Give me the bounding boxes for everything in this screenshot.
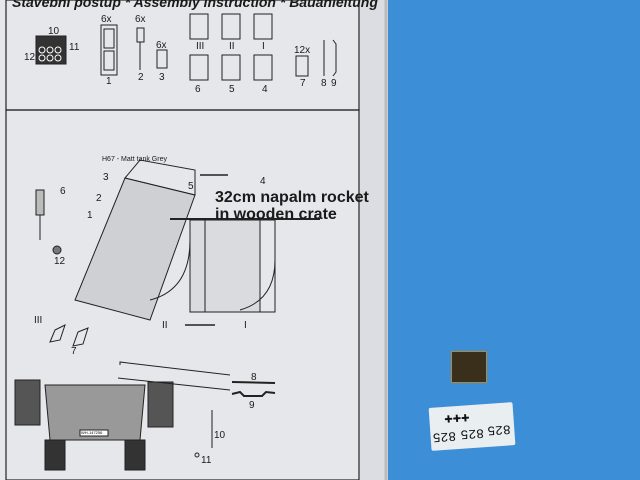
part-label: III	[196, 41, 205, 52]
part-qty: 12x	[294, 45, 311, 56]
part-qty: 6x	[135, 14, 146, 25]
step-label: 2	[96, 193, 102, 204]
balkenkreuz-icons: ✚✚✚	[444, 413, 470, 426]
part-label: 7	[300, 78, 306, 89]
step-label: 7	[71, 346, 77, 357]
part-label: 4	[262, 84, 268, 95]
parts-drawings	[35, 13, 337, 81]
part-qty: 6x	[156, 40, 167, 51]
decal-number: 825	[459, 425, 485, 442]
vehicle-label: 11	[201, 455, 212, 466]
step-label: 1	[87, 210, 93, 221]
part-label: 3	[159, 72, 165, 83]
step-frame	[5, 109, 360, 480]
sheet-header: Stavební postup * Assembly instruction *…	[12, 0, 378, 10]
license-plate: WH-147256	[81, 430, 103, 435]
part-label: 11	[69, 42, 80, 53]
decal-number: 825	[432, 428, 457, 445]
step-label: 4	[260, 176, 266, 187]
step-label: I	[244, 320, 247, 331]
crate-drawing	[35, 159, 320, 347]
step-label: III	[34, 315, 43, 326]
step-title-line1: 32cm napalm rocket	[215, 189, 369, 206]
part-label: 6	[195, 84, 201, 95]
step-label: 3	[103, 172, 109, 183]
step-label: 12	[54, 256, 66, 267]
part-label: I	[262, 41, 265, 52]
photo-etch-fret	[451, 351, 487, 383]
paint-note: H67 - Matt tank Grey	[102, 156, 167, 163]
vehicle-label: 10	[214, 430, 226, 441]
part-label: 9	[331, 78, 337, 89]
vehicle-label: 9	[249, 400, 255, 411]
decal-sheet: 825 825 825 ✚✚✚	[428, 402, 516, 451]
decal-number: 825	[486, 421, 512, 438]
step-title-line2: in wooden crate	[215, 206, 337, 223]
part-label: 8	[321, 78, 327, 89]
part-label: 1	[106, 76, 112, 87]
step-label: 5	[188, 181, 194, 192]
vehicle-label: 8	[251, 372, 257, 383]
step-label: II	[162, 320, 168, 331]
step-label: 6	[60, 186, 66, 197]
vehicle-drawing	[14, 361, 276, 471]
part-label: 12	[24, 52, 36, 63]
part-qty: 6x	[101, 14, 112, 25]
part-label: 2	[138, 72, 144, 83]
part-label: 5	[229, 84, 235, 95]
part-label: II	[229, 41, 235, 52]
part-label: 10	[48, 26, 60, 37]
